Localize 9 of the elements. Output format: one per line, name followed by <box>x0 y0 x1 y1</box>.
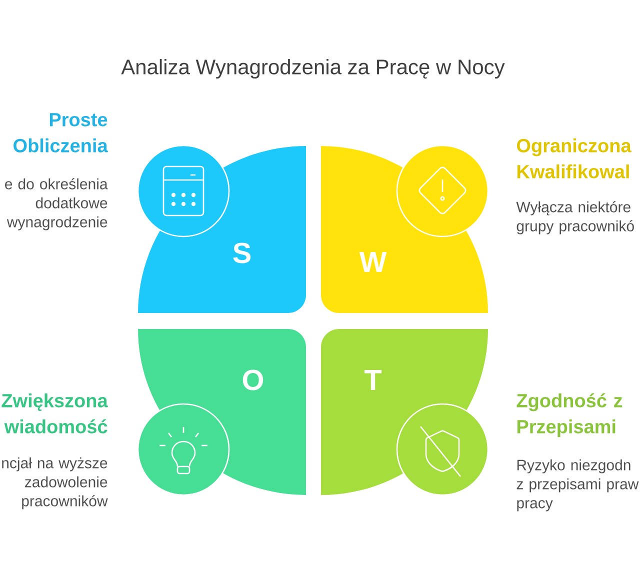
section-heading: Proste Obliczenia <box>14 113 108 152</box>
section-heading: Zwiększona wiadomość <box>2 393 108 434</box>
description-text: Wyłącza niektóre grupy pracownikó <box>516 201 634 234</box>
section-heading: Ograniczona Kwalifikowal <box>516 138 632 178</box>
description-text: ncjał na wyższe zadowolenie pracowników <box>2 457 108 510</box>
description-text: Ryzyko niezgodn z przepisami praw pracy <box>516 459 639 512</box>
section-heading: Zgodność z Przepisami <box>516 393 622 438</box>
description-text: e do określenia dodatkowe wynagrodzenie <box>5 178 108 230</box>
title: Analiza Wynagrodzenia za Pracę w Nocy <box>121 58 505 79</box>
